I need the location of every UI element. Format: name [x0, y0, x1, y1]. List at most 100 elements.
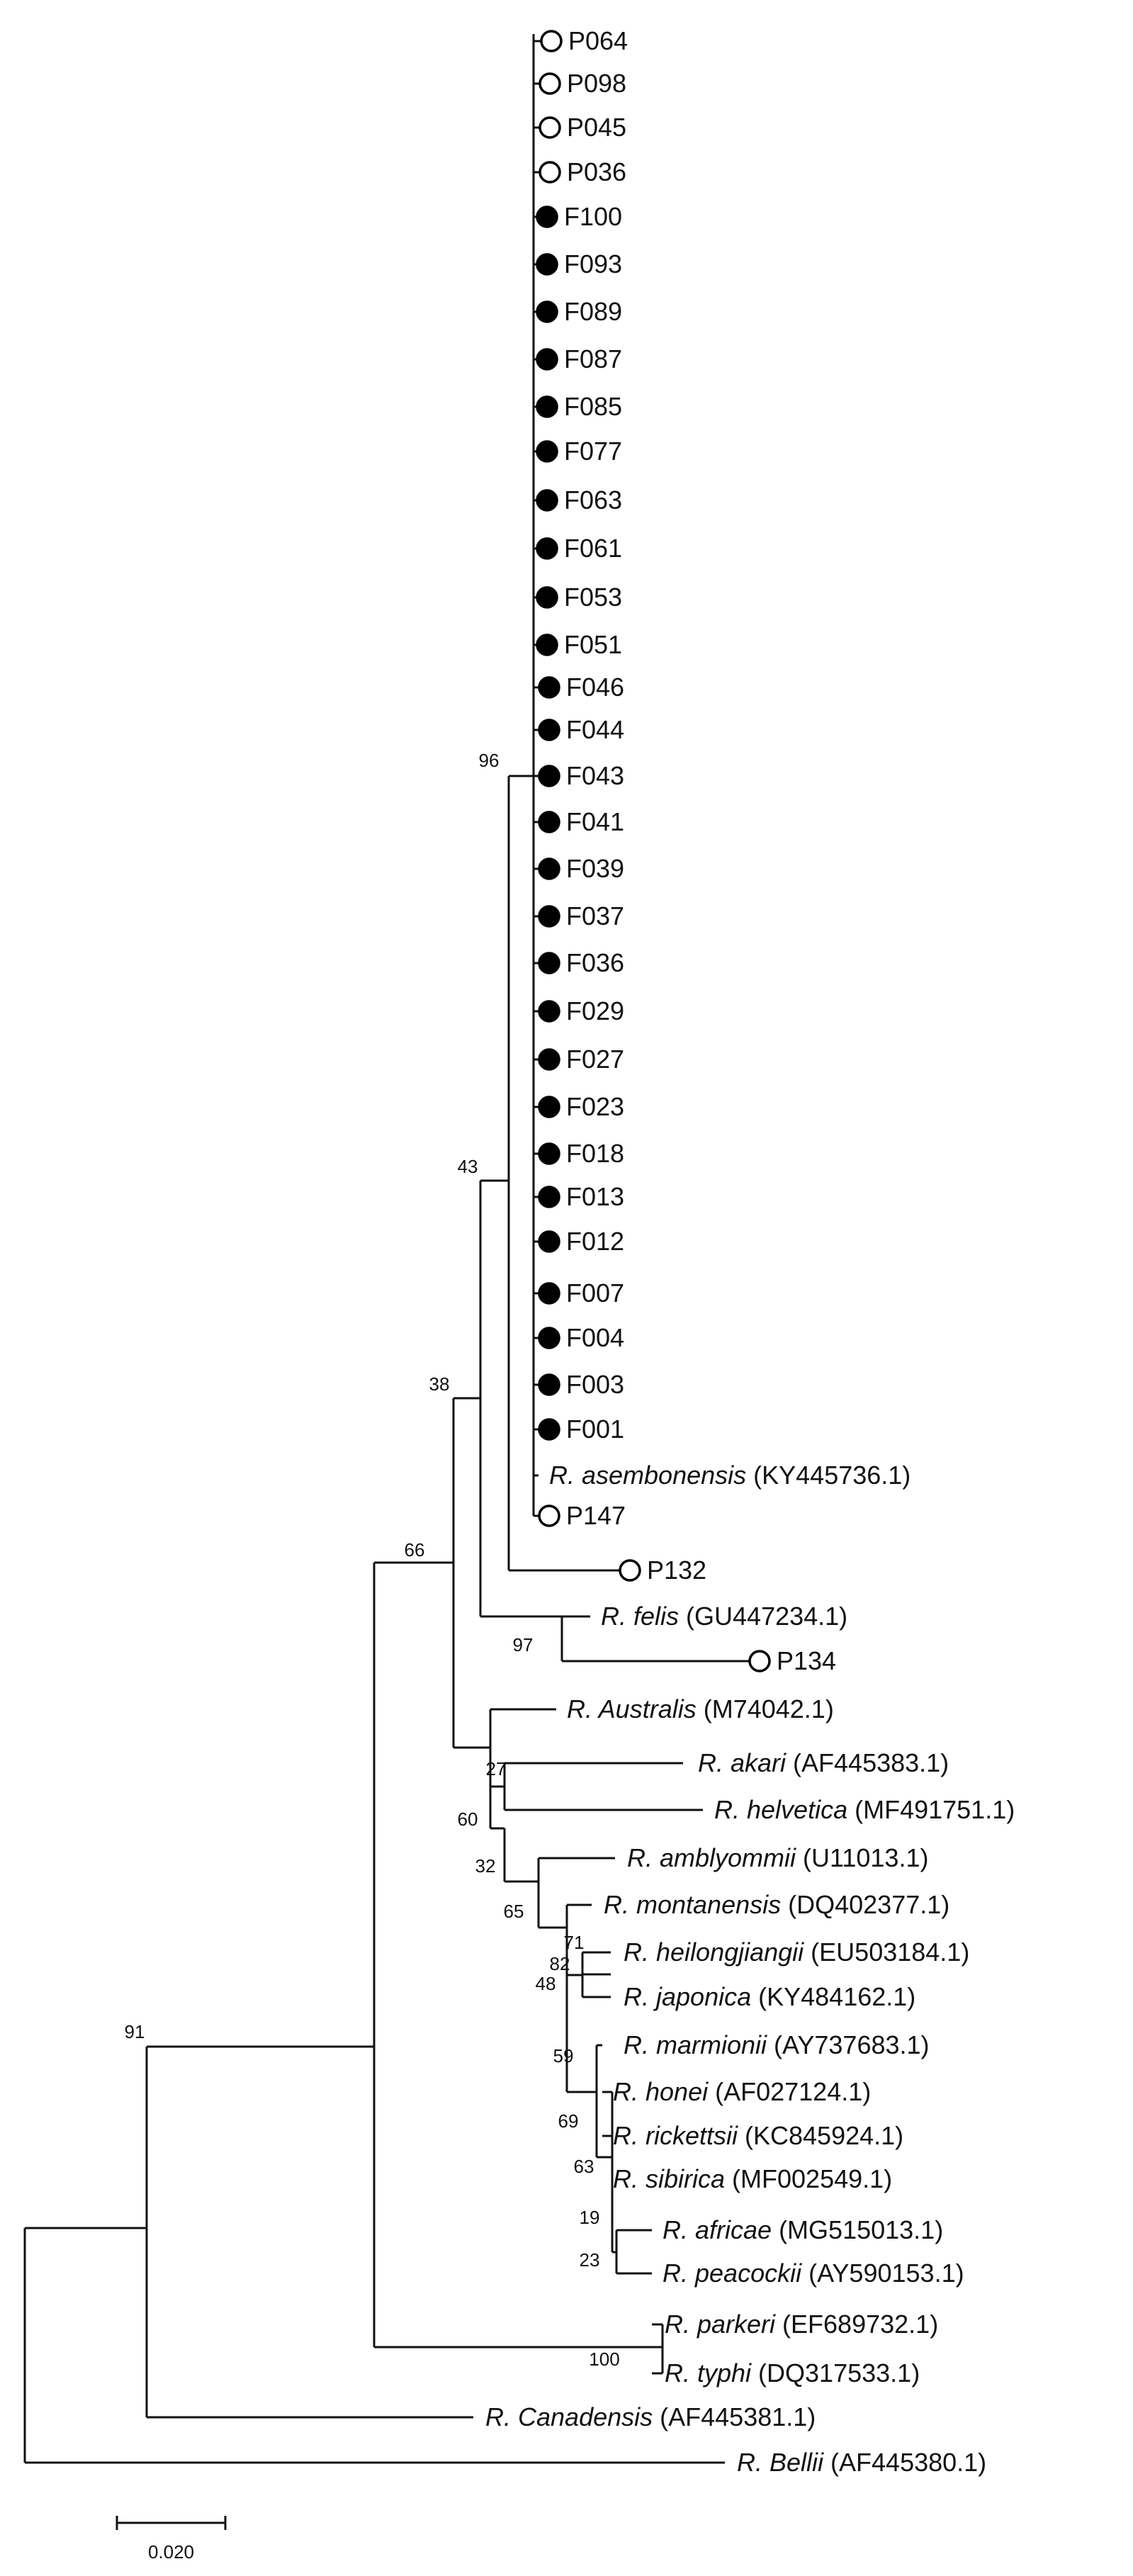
accession-number: (AF445380.1)	[823, 2448, 986, 2477]
leaf-label-r-rickettsii: R. rickettsii (KC845924.1)	[613, 2121, 903, 2150]
species-name: R. montanensis	[604, 1890, 781, 1919]
filled-circle-marker-f003	[538, 1373, 560, 1396]
species-name: R. Canadensis	[485, 2402, 653, 2431]
open-circle-marker-p045	[539, 116, 561, 139]
bootstrap-value: 91	[125, 2021, 145, 2042]
leaf-label-f027: F027	[566, 1045, 624, 1074]
filled-circle-marker-f043	[538, 765, 560, 787]
leaf-label-r-montanensis: R. montanensis (DQ402377.1)	[604, 1890, 949, 1919]
leaf-label-f036: F036	[566, 948, 624, 977]
accession-number: (MF491751.1)	[847, 1795, 1015, 1824]
leaf-label-f100: F100	[564, 202, 622, 231]
species-name: R. akari	[698, 1748, 787, 1777]
species-name: R. rickettsii	[613, 2121, 738, 2150]
filled-circle-marker-f027	[538, 1048, 560, 1071]
leaf-label-r-sibirica: R. sibirica (MF002549.1)	[613, 2164, 892, 2193]
open-circle-marker-p098	[539, 72, 561, 95]
scale-bar-label: 0.020	[148, 2541, 194, 2563]
accession-number: (MG515013.1)	[772, 2215, 943, 2244]
leaf-label-r-bellii: R. Bellii (AF445380.1)	[737, 2448, 986, 2477]
species-name: R. asembonensis	[549, 1461, 746, 1490]
filled-circle-marker-f061	[536, 537, 558, 560]
bootstrap-value: 96	[479, 750, 500, 771]
leaf-label-p098: P098	[567, 69, 626, 98]
species-name: R. Bellii	[737, 2448, 824, 2477]
accession-number: (DQ317533.1)	[751, 2358, 920, 2387]
filled-circle-marker-f087	[536, 348, 558, 371]
tree-branches	[23, 34, 758, 2464]
open-circle-marker-p134	[748, 1650, 771, 1672]
leaf-label-f039: F039	[566, 854, 624, 883]
accession-number: (AF445383.1)	[786, 1748, 949, 1777]
bootstrap-value: 63	[574, 2156, 594, 2177]
leaf-label-r-felis: R. felis (GU447234.1)	[601, 1602, 847, 1631]
leaf-label-r-honei: R. honei (AF027124.1)	[613, 2077, 871, 2106]
filled-circle-marker-f001	[538, 1418, 560, 1441]
bootstrap-value: 59	[553, 2045, 574, 2066]
leaf-label-f007: F007	[566, 1278, 624, 1307]
bootstrap-value: 23	[580, 2249, 600, 2271]
species-name: R. Australis	[567, 1694, 697, 1723]
filled-circle-marker-f044	[538, 719, 560, 741]
leaf-label-f044: F044	[566, 715, 624, 744]
leaf-label-f061: F061	[564, 534, 622, 563]
bootstrap-value: 66	[405, 1539, 425, 1560]
leaf-label-r-japonica: R. japonica (KY484162.1)	[624, 1982, 915, 2011]
species-name: R. marmionii	[624, 2030, 767, 2059]
leaf-label-r-helvetica: R. helvetica (MF491751.1)	[714, 1795, 1015, 1824]
leaf-label-r-amblyommii: R. amblyommii (U11013.1)	[627, 1843, 928, 1872]
leaf-label-r-australis: R. Australis (M74042.1)	[567, 1694, 834, 1723]
species-name: R. africae	[663, 2215, 772, 2244]
accession-number: (KY445736.1)	[746, 1461, 911, 1490]
filled-circle-marker-f039	[538, 857, 560, 880]
species-name: R. honei	[613, 2077, 709, 2106]
leaf-label-f077: F077	[564, 437, 622, 466]
bootstrap-value: 48	[536, 1973, 556, 1994]
filled-circle-marker-f018	[538, 1142, 560, 1165]
species-name: R. japonica	[624, 1982, 751, 2011]
bootstrap-value: 69	[558, 2110, 579, 2132]
leaf-label-f004: F004	[566, 1323, 624, 1352]
accession-number: (GU447234.1)	[679, 1602, 847, 1631]
leaf-label-f013: F013	[566, 1182, 624, 1211]
leaf-label-p045: P045	[567, 113, 626, 142]
bootstrap-value: 100	[589, 2349, 619, 2370]
filled-circle-marker-f004	[538, 1327, 560, 1349]
leaf-label-p134: P134	[777, 1646, 836, 1675]
leaf-label-r-peacockii: R. peacockii (AY590153.1)	[663, 2259, 964, 2288]
filled-circle-marker-f046	[538, 676, 560, 699]
open-circle-marker-p132	[619, 1559, 641, 1582]
leaf-label-f093: F093	[564, 249, 622, 279]
leaf-label-f001: F001	[566, 1414, 624, 1444]
filled-circle-marker-f036	[538, 952, 560, 974]
species-name: R. typhi	[665, 2358, 752, 2387]
filled-circle-marker-f053	[536, 586, 558, 609]
leaf-label-r-asembonensis: R. asembonensis (KY445736.1)	[549, 1461, 911, 1490]
filled-circle-marker-f100	[536, 206, 558, 228]
accession-number: (AY737683.1)	[767, 2030, 929, 2059]
leaf-label-r-canadensis: R. Canadensis (AF445381.1)	[485, 2402, 816, 2431]
accession-number: (AF445381.1)	[653, 2402, 816, 2431]
scale-bar: 0.020	[115, 2516, 227, 2563]
leaf-label-r-parkeri: R. parkeri (EF689732.1)	[665, 2310, 938, 2339]
leaf-label-f041: F041	[566, 807, 624, 836]
leaf-label-p036: P036	[567, 157, 626, 186]
leaf-labels: P064P098P045P036F100F093F089F087F085F077…	[485, 26, 1015, 2477]
leaf-label-f089: F089	[564, 297, 622, 326]
filled-circle-marker-f029	[538, 1000, 560, 1023]
accession-number: (DQ402377.1)	[781, 1890, 949, 1919]
leaf-label-f087: F087	[564, 344, 622, 373]
leaf-label-f043: F043	[566, 761, 624, 790]
open-circle-marker-p147	[538, 1504, 560, 1527]
filled-circle-marker-f051	[536, 634, 558, 656]
leaf-label-f003: F003	[566, 1370, 624, 1399]
leaf-label-f051: F051	[564, 630, 622, 659]
accession-number: (MF002549.1)	[725, 2164, 892, 2193]
accession-number: (AY590153.1)	[801, 2259, 964, 2288]
open-circle-marker-p064	[540, 30, 563, 52]
bootstrap-value: 19	[580, 2207, 600, 2228]
filled-circle-marker-f077	[536, 440, 558, 463]
leaf-label-f046: F046	[566, 673, 624, 702]
accession-number: (U11013.1)	[796, 1843, 928, 1872]
